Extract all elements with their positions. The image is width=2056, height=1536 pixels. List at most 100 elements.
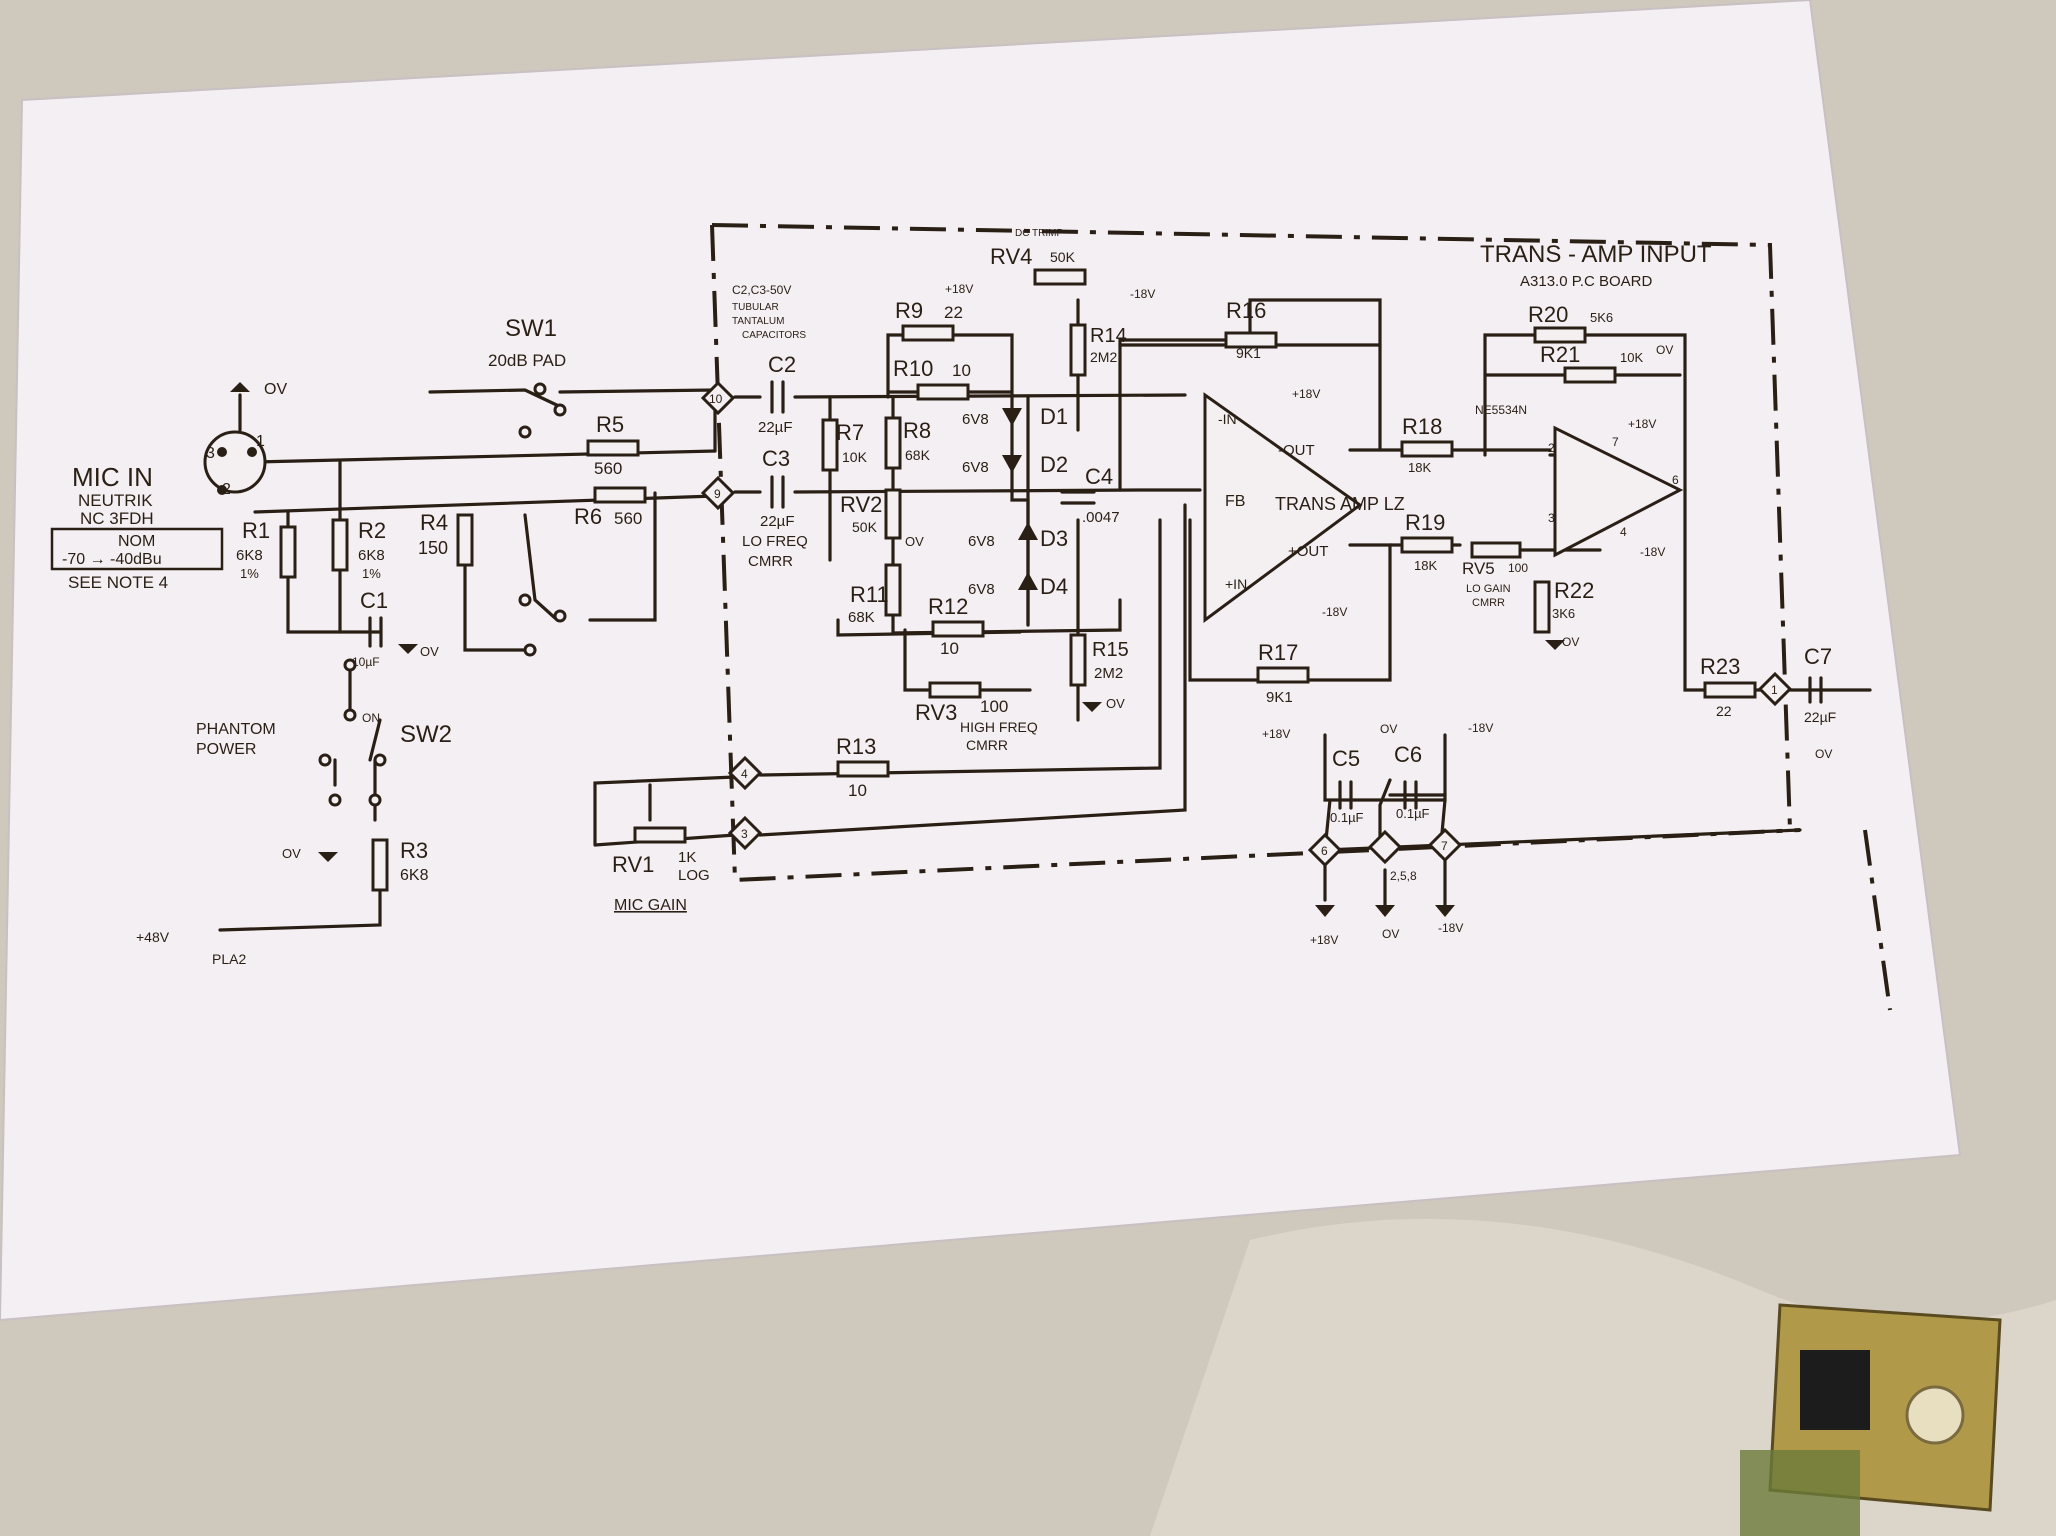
terminal-10-label: 10 bbox=[709, 392, 723, 406]
terminal-258 bbox=[1367, 829, 1403, 865]
trimmer-icon bbox=[1905, 1385, 1965, 1445]
ground-icon bbox=[1435, 905, 1455, 917]
board-title: TRANS - AMP INPUT bbox=[1480, 241, 1712, 268]
resistor-r12 bbox=[931, 620, 985, 638]
r2-tol: 1% bbox=[362, 566, 381, 581]
rv1-label: MIC GAIN bbox=[614, 897, 687, 914]
rv3-label-line2: CMRR bbox=[966, 737, 1008, 753]
r1-value: 6K8 bbox=[236, 547, 263, 564]
r4-name: R4 bbox=[420, 510, 448, 535]
resistor-r23 bbox=[1703, 681, 1757, 699]
pin3-label: 3 bbox=[206, 445, 215, 462]
resistor-r7 bbox=[821, 418, 839, 472]
rv2-ov: OV bbox=[905, 534, 924, 549]
ground-icon bbox=[230, 382, 250, 392]
resistor-r8 bbox=[884, 416, 902, 470]
rv3-label-line1: HIGH FREQ bbox=[960, 719, 1038, 735]
ne5534-minus18: -18V bbox=[1640, 545, 1665, 559]
pin1-label: 1 bbox=[256, 433, 265, 450]
c7-ov: OV bbox=[1815, 747, 1832, 761]
r7-name: R7 bbox=[836, 420, 864, 445]
resistor-r15 bbox=[1069, 633, 1087, 687]
rv4-value: 50K bbox=[1050, 249, 1076, 265]
r20-ov: OV bbox=[1656, 343, 1673, 357]
ground-icon bbox=[1545, 640, 1565, 650]
capacitor-c5 bbox=[1338, 780, 1353, 810]
resistor-r11 bbox=[884, 563, 902, 617]
c2-name: C2 bbox=[768, 352, 796, 377]
r15-ov: OV bbox=[1106, 696, 1125, 711]
r3-name: R3 bbox=[400, 838, 428, 863]
sw2-label-line2: POWER bbox=[196, 741, 256, 758]
r17-value: 9K1 bbox=[1266, 689, 1293, 706]
r2-value: 6K8 bbox=[358, 547, 385, 564]
rv5-name: RV5 bbox=[1462, 559, 1495, 578]
c6-name: C6 bbox=[1394, 742, 1422, 767]
r5-name: R5 bbox=[596, 412, 624, 437]
r10-name: R10 bbox=[893, 356, 933, 381]
r23-value: 22 bbox=[1716, 703, 1732, 719]
board-subtitle: A313.0 P.C BOARD bbox=[1520, 273, 1652, 290]
c3-name: C3 bbox=[762, 446, 790, 471]
mic-in-connector: 3 2 1 OV bbox=[203, 381, 287, 498]
resistor-r4 bbox=[456, 513, 474, 567]
r14-name: R14 bbox=[1090, 325, 1127, 347]
terminal-3 bbox=[727, 815, 763, 851]
rv3-value: 100 bbox=[980, 697, 1008, 716]
ne5534-pin4: 4 bbox=[1620, 525, 1627, 539]
supply-plus18-bottom: +18V bbox=[1310, 933, 1338, 947]
terminal-7-label: 7 bbox=[1441, 839, 1448, 853]
c5-value: 0.1µF bbox=[1330, 810, 1364, 825]
r20-value: 5K6 bbox=[1590, 310, 1613, 325]
r5-value: 560 bbox=[594, 459, 622, 478]
level-range: -70 → -40dBu bbox=[62, 551, 162, 568]
r7-value: 10K bbox=[842, 449, 868, 465]
cap-note-line1: C2,C3-50V bbox=[732, 283, 791, 297]
rv5-value: 100 bbox=[1508, 561, 1528, 575]
pot-rv4 bbox=[1033, 268, 1087, 286]
pin2-label: 2 bbox=[222, 481, 231, 498]
supply-minus18-top: -18V bbox=[1468, 721, 1493, 735]
capacitor-c1 bbox=[368, 616, 383, 648]
r2-name: R2 bbox=[358, 518, 386, 543]
trans-amp-fb: FB bbox=[1225, 493, 1245, 510]
board-outline-right bbox=[1863, 829, 1892, 1011]
r19-name: R19 bbox=[1405, 510, 1445, 535]
capacitor-c3 bbox=[770, 475, 785, 509]
switch-sw2 bbox=[318, 658, 387, 807]
trans-amp-label: TRANS AMP LZ bbox=[1275, 494, 1405, 514]
r16-value: 9K1 bbox=[1236, 345, 1261, 361]
rv4-name: RV4 bbox=[990, 244, 1032, 269]
ne5534-pin6: 6 bbox=[1672, 473, 1679, 487]
rv4-plus18: +18V bbox=[945, 282, 973, 296]
terminal-6-label: 6 bbox=[1321, 844, 1328, 858]
c4-value: .0047 bbox=[1082, 509, 1120, 526]
c3-value: 22µF bbox=[760, 513, 795, 530]
c7-name: C7 bbox=[1804, 644, 1832, 669]
terminal-1 bbox=[1757, 671, 1793, 707]
trans-amp-plus18: +18V bbox=[1292, 387, 1320, 401]
resistor-r18 bbox=[1400, 440, 1454, 458]
phantom-pla2: PLA2 bbox=[212, 951, 246, 967]
connector-brand: NEUTRIK bbox=[78, 491, 153, 510]
r12-name: R12 bbox=[928, 594, 968, 619]
supply-plus18-top: +18V bbox=[1262, 727, 1290, 741]
sw1-label: 20dB PAD bbox=[488, 351, 566, 370]
c7-value: 22µF bbox=[1804, 709, 1836, 725]
board-outline-top bbox=[711, 223, 1792, 831]
rv1-taper: LOG bbox=[678, 867, 710, 884]
r19-value: 18K bbox=[1414, 558, 1437, 573]
sw1-name: SW1 bbox=[505, 315, 557, 342]
resistor-r14 bbox=[1069, 323, 1087, 377]
d1-name: D1 bbox=[1040, 404, 1068, 429]
chip-icon bbox=[1800, 1350, 1870, 1430]
r20-name: R20 bbox=[1528, 302, 1568, 327]
c1-value: 10µF bbox=[352, 655, 380, 669]
d3-name: D3 bbox=[1040, 526, 1068, 551]
cap-note-line2: TUBULAR bbox=[732, 302, 779, 313]
r14-value: 2M2 bbox=[1090, 349, 1117, 365]
ground-icon bbox=[318, 852, 338, 862]
terminal-9-label: 9 bbox=[714, 487, 721, 501]
sw2-on: ON bbox=[362, 711, 380, 725]
